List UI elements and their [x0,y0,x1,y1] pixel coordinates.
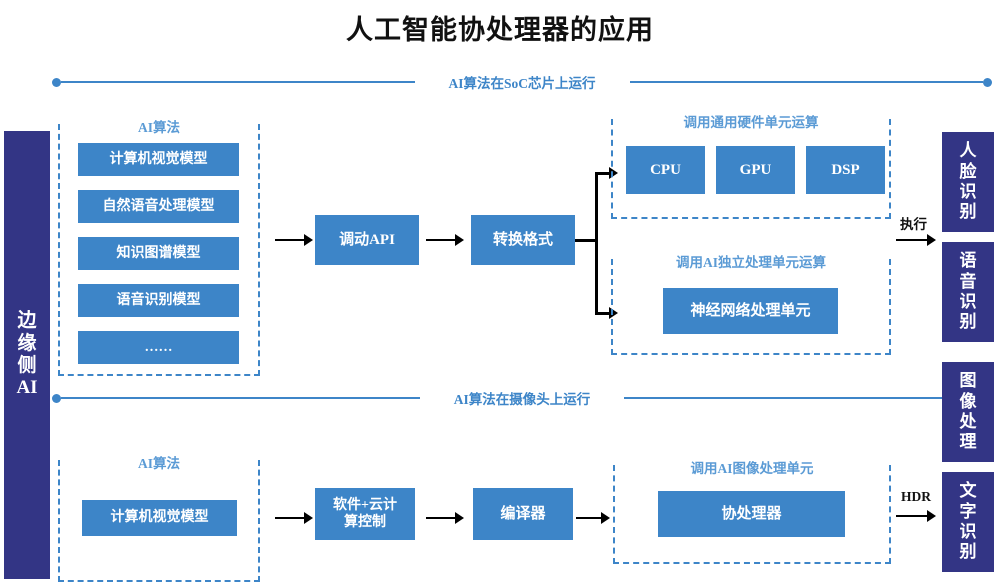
branch-stem [575,239,597,242]
arrow-shaft [896,514,927,518]
output-label: 文字识别 [959,481,977,562]
arrow-head [304,234,313,246]
output-label: 图像处理 [959,371,977,452]
output-label: 人脸识别 [959,141,977,222]
arrow-algos-to-software-cloud [275,512,313,524]
edge-ai-label: 边缘侧AI [16,310,38,399]
top-ai-algorithms-group: AI算法 [58,116,260,376]
divider-camera: AI算法在摄像头上运行 [52,390,993,407]
bottom-ai-algorithms-title: AI算法 [60,452,258,472]
divider-segment-right [624,396,984,400]
hardware-unit-dsp[interactable]: DSP [806,146,885,194]
arrow-software-to-compiler [426,512,464,524]
arrow-head [455,512,464,524]
branch-vertical [595,172,598,314]
divider-dot-right [983,77,993,87]
arrow-shaft [426,516,455,520]
hardware-unit-gpu[interactable]: GPU [716,146,795,194]
arrow-algos-to-api [275,234,313,246]
ai-dedicated-unit-group: 调用AI独立处理单元运算 [611,251,891,355]
output-text-recognition[interactable]: 文字识别 [942,472,994,572]
ai-image-unit-coprocessor[interactable]: 协处理器 [658,491,845,537]
arrow-head [927,510,936,522]
top-algo-item-nlp[interactable]: 自然语音处理模型 [78,190,239,223]
branch-arrow-head-lower [609,307,618,319]
divider-dot-left [52,393,61,403]
top-ai-algorithms-title: AI算法 [60,116,258,136]
arrow-compiler-to-image-unit [576,512,610,524]
arrow-hdr [896,510,936,522]
divider-dot-left [52,77,61,87]
ai-image-unit-group: 调用AI图像处理单元 [613,457,891,564]
stage-software-cloud-control[interactable]: 软件+云计 算控制 [315,488,415,540]
ai-image-unit-group-title: 调用AI图像处理单元 [615,457,889,477]
arrow-shaft [275,516,304,520]
arrow-head [455,234,464,246]
bottom-ai-algorithms-group: AI算法 [58,452,260,582]
divider-segment-left [61,80,415,84]
hardware-unit-cpu[interactable]: CPU [626,146,705,194]
top-algo-item-more[interactable]: …… [78,331,239,364]
arrow-api-to-convert [426,234,464,246]
output-face-recognition[interactable]: 人脸识别 [942,132,994,232]
output-speech-recognition[interactable]: 语音识别 [942,242,994,342]
edge-ai-sidebar: 边缘侧AI [4,131,50,579]
top-algo-item-speech[interactable]: 语音识别模型 [78,284,239,317]
arrow-shaft [426,238,455,242]
arrow-shaft [275,238,304,242]
arrow-shaft [576,516,601,520]
hdr-label: HDR [901,489,931,504]
ai-unit-npu[interactable]: 神经网络处理单元 [663,288,838,334]
bottom-algo-item-vision[interactable]: 计算机视觉模型 [82,500,237,536]
execute-label: 执行 [900,217,927,232]
stage-call-api[interactable]: 调动API [315,215,419,265]
page-title: 人工智能协处理器的应用 [346,15,654,45]
arrow-execute [896,234,936,246]
divider-soc: AI算法在SoC芯片上运行 [52,74,993,91]
branch-arm-lower [595,312,610,315]
branch-arm-upper [595,172,610,175]
output-image-processing[interactable]: 图像处理 [942,362,994,462]
top-algo-item-knowledge-graph[interactable]: 知识图谱模型 [78,237,239,270]
top-algo-item-vision[interactable]: 计算机视觉模型 [78,143,239,176]
arrow-head [601,512,610,524]
divider-camera-label: AI算法在摄像头上运行 [453,392,591,407]
stage-convert-format[interactable]: 转换格式 [471,215,575,265]
arrow-head [927,234,936,246]
divider-soc-label: AI算法在SoC芯片上运行 [448,76,596,91]
branch-arrow-head-upper [609,167,618,179]
output-label: 语音识别 [959,251,977,332]
arrow-head [304,512,313,524]
general-hardware-group: 调用通用硬件单元运算 [611,111,891,219]
divider-segment-right [629,80,984,84]
arrow-shaft [896,238,927,242]
general-hardware-group-title: 调用通用硬件单元运算 [613,111,889,131]
ai-dedicated-unit-group-title: 调用AI独立处理单元运算 [613,251,889,271]
stage-compiler[interactable]: 编译器 [473,488,573,540]
divider-segment-left [61,396,420,400]
